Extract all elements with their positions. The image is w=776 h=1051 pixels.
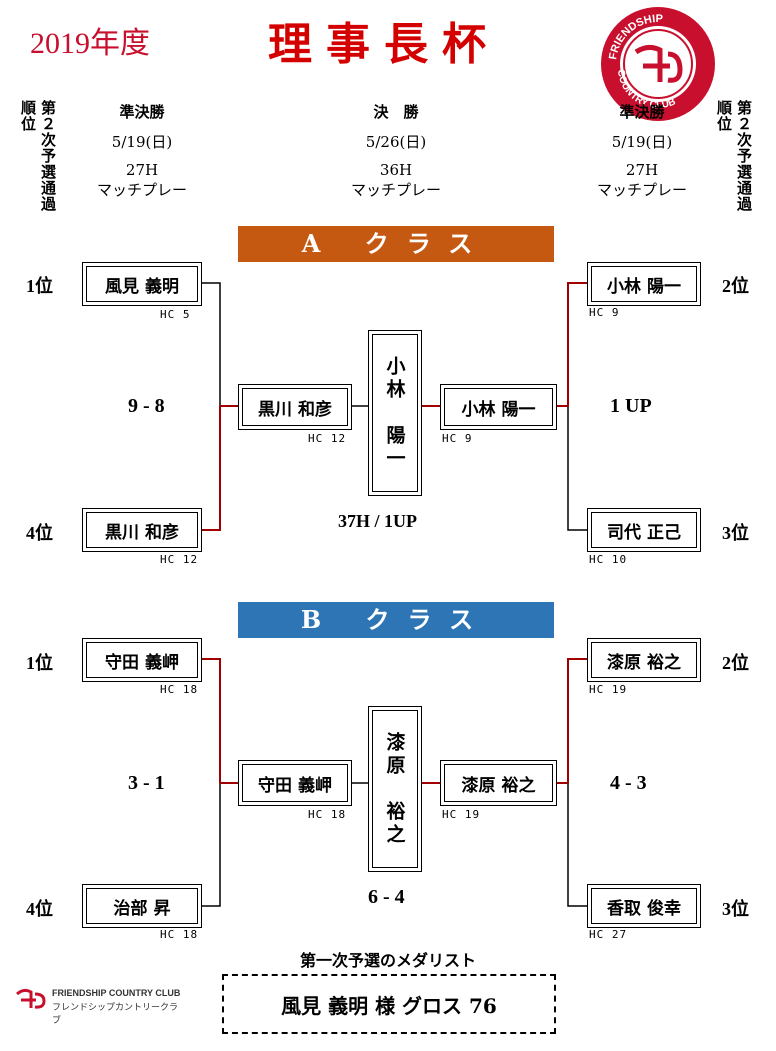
class-b-semi-right-winner: 漆原 裕之 (440, 760, 557, 806)
class-a-player-2: 小林 陽一 (587, 262, 701, 306)
semi-right-date: 5/19(日) (611, 133, 673, 151)
player-name: 小林 陽一 (607, 276, 681, 297)
year-label: 2019年度 (30, 27, 150, 60)
class-a-hc-3: HC 10 (589, 553, 628, 566)
class-b-semi-right-score: 4 - 3 (610, 772, 647, 794)
semi-left-holes: 27H (125, 161, 159, 179)
class-b-final-score: 6 - 4 (368, 886, 405, 908)
final-format: マッチプレー (350, 181, 441, 199)
right-qualify-label: 第２次予選通過順位 (715, 100, 753, 212)
player-name: 司代 正己 (607, 522, 681, 543)
player-name: 守田 義岬 (258, 775, 332, 796)
champion-name: 漆原 裕之 (383, 731, 406, 847)
player-name: 漆原 裕之 (461, 775, 536, 796)
footer-logo: FRIENDSHIP COUNTRY CLUB フレンドシップカントリークラブ (14, 986, 184, 1025)
class-b-rank-2: 2位 (722, 653, 749, 673)
club-logo: FRIENDSHIP COUNTRY CLUB (601, 7, 715, 121)
class-a-player-4: 黒川 和彦 (82, 508, 202, 552)
footer-club-jp: フレンドシップカントリークラブ (52, 1002, 179, 1025)
final-header: 決 勝 5/26(日) 36H マッチプレー (336, 102, 456, 200)
class-b-rank-4: 4位 (26, 899, 53, 919)
page-title: 理事長杯 (268, 19, 500, 70)
class-b-band: B クラス (238, 602, 554, 638)
class-b-hc-3: HC 27 (589, 928, 628, 941)
class-a-semi-left-hc: HC 12 (308, 432, 347, 445)
class-a-player-1: 風見 義明 (82, 262, 202, 306)
left-qualify-label: 第２次予選通過順位 (19, 100, 57, 212)
class-a-semi-left-score: 9 - 8 (128, 395, 165, 417)
semi-left-date: 5/19(日) (111, 133, 173, 151)
class-b-semi-left-hc: HC 18 (308, 808, 347, 821)
footer-club-en: FRIENDSHIP COUNTRY CLUB (52, 988, 181, 998)
final-holes: 36H (379, 161, 413, 179)
semi-right-holes: 27H (625, 161, 659, 179)
class-a-hc-1: HC 5 (160, 308, 191, 321)
class-b-label: B クラス (300, 605, 492, 634)
class-a-hc-2: HC 9 (589, 306, 620, 319)
player-name: 風見 義明 (105, 276, 179, 297)
class-b-rank-3: 3位 (722, 899, 749, 919)
class-a-rank-4: 4位 (26, 523, 53, 543)
class-a-rank-2: 2位 (722, 276, 749, 296)
class-b-hc-1: HC 18 (160, 683, 199, 696)
class-b-player-3: 香取 俊幸 (587, 884, 701, 928)
player-name: 治部 昇 (113, 898, 171, 919)
class-a-semi-left-winner: 黒川 和彦 (238, 384, 352, 430)
semi-left-format: マッチプレー (96, 181, 187, 199)
class-a-semi-right-hc: HC 9 (442, 432, 473, 445)
player-name: 小林 陽一 (461, 399, 536, 420)
player-name: 守田 義岬 (105, 652, 179, 673)
class-b-semi-left-score: 3 - 1 (128, 772, 165, 794)
class-b-rank-1: 1位 (26, 653, 53, 673)
class-b-player-1: 守田 義岬 (82, 638, 202, 682)
class-b-hc-4: HC 18 (160, 928, 199, 941)
semi-left-name: 準決勝 (119, 103, 165, 121)
final-name: 決 勝 (373, 103, 419, 121)
class-b-hc-2: HC 19 (589, 683, 628, 696)
class-a-champion: 小林 陽一 (368, 330, 422, 496)
semi-right-name: 準決勝 (619, 103, 665, 121)
class-b-semi-right-hc: HC 19 (442, 808, 481, 821)
player-name: 漆原 裕之 (607, 652, 681, 673)
semi-right-format: マッチプレー (596, 181, 687, 199)
semi-right-header: 準決勝 5/19(日) 27H マッチプレー (582, 102, 702, 200)
medalist-heading: 第一次予選のメダリスト (299, 951, 476, 970)
class-b-player-4: 治部 昇 (82, 884, 202, 928)
class-a-semi-right-winner: 小林 陽一 (440, 384, 557, 430)
player-name: 黒川 和彦 (258, 399, 332, 420)
class-a-rank-1: 1位 (26, 276, 53, 296)
class-b-champion: 漆原 裕之 (368, 706, 422, 872)
class-a-hc-4: HC 12 (160, 553, 199, 566)
class-a-final-score: 37H / 1UP (338, 511, 417, 531)
class-b-player-2: 漆原 裕之 (587, 638, 701, 682)
class-a-semi-right-score: 1 UP (610, 395, 652, 417)
semi-left-header: 準決勝 5/19(日) 27H マッチプレー (82, 102, 202, 200)
footer-logo-icon (16, 988, 46, 1009)
final-date: 5/26(日) (365, 133, 427, 151)
class-a-band: A クラス (238, 226, 554, 262)
champion-name: 小林 陽一 (383, 355, 406, 471)
class-b-semi-left-winner: 守田 義岬 (238, 760, 352, 806)
class-a-label: A クラス (301, 229, 491, 258)
class-a-player-3: 司代 正己 (587, 508, 701, 552)
medalist-text: 風見 義明 様 グロス 76 (281, 993, 497, 1018)
player-name: 黒川 和彦 (105, 522, 179, 543)
medalist-box: 風見 義明 様 グロス 76 (222, 974, 556, 1034)
class-a-rank-3: 3位 (722, 523, 749, 543)
player-name: 香取 俊幸 (607, 898, 681, 919)
